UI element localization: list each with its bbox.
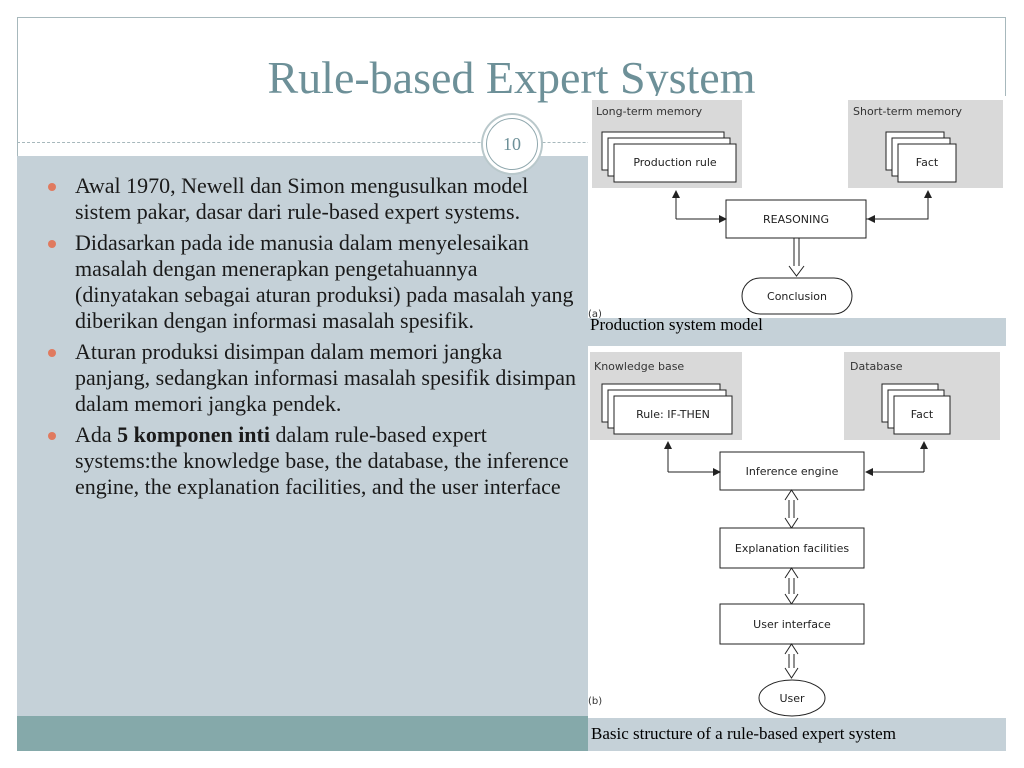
bullet-dot-icon [48,240,56,248]
fact-box [893,395,951,435]
conclusion-node [741,277,853,315]
fact-label: Fact [916,156,939,169]
user-interface-box [719,603,865,645]
bullet-emphasis: 5 komponen inti [117,422,270,447]
inference-engine-label: Inference engine [746,465,839,478]
content-panel [17,156,588,716]
long-term-memory-label: Long-term memory [596,105,703,118]
explanation-facilities-box [719,527,865,569]
inference-engine-box [719,451,865,491]
fact-box [897,143,957,183]
bullet-item: Aturan produksi disimpan dalam memori ja… [48,339,578,417]
production-rule-label: Production rule [633,156,717,169]
explanation-facilities-label: Explanation facilities [735,542,849,555]
production-system-diagram: Long-term memory Production rule Short-t… [588,96,1006,320]
production-rule-box [613,143,737,183]
diagram-b-caption: Basic structure of a rule-based expert s… [591,724,896,743]
bullet-dot-icon [48,432,56,440]
database-label: Database [850,360,903,373]
bullet-item: Didasarkan pada ide manusia dalam menyel… [48,230,578,334]
user-node [758,679,826,717]
bullet-item: Awal 1970, Newell dan Simon mengusulkan … [48,173,578,225]
diagram-a-caption: Production system model [590,315,763,334]
user-label: User [779,692,805,705]
rule-if-then-box [613,395,733,435]
user-interface-label: User interface [753,618,831,631]
slide-title: Rule-based Expert System [267,52,756,103]
conclusion-label: Conclusion [767,290,827,303]
diagram-a-marker: (a) [588,309,602,318]
bullet-dot-icon [48,183,56,191]
knowledge-base-label: Knowledge base [594,360,684,373]
reasoning-box [725,199,867,239]
bullet-item: Ada 5 komponen inti dalam rule-based exp… [48,422,578,500]
expert-system-structure-diagram: Knowledge base Rule: IF-THEN Database Fa… [588,346,1006,718]
bullet-list: Awal 1970, Newell dan Simon mengusulkan … [48,173,578,505]
bullet-dot-icon [48,349,56,357]
page-number-badge: 10 [486,118,538,170]
diagram-b-marker: (b) [588,696,602,707]
footer-band [17,716,588,751]
reasoning-label: REASONING [763,213,829,226]
short-term-memory-label: Short-term memory [853,105,963,118]
rule-if-then-label: Rule: IF-THEN [636,408,710,421]
caption-band [588,718,1006,751]
fact-label: Fact [911,408,934,421]
caption-band [588,318,1006,346]
